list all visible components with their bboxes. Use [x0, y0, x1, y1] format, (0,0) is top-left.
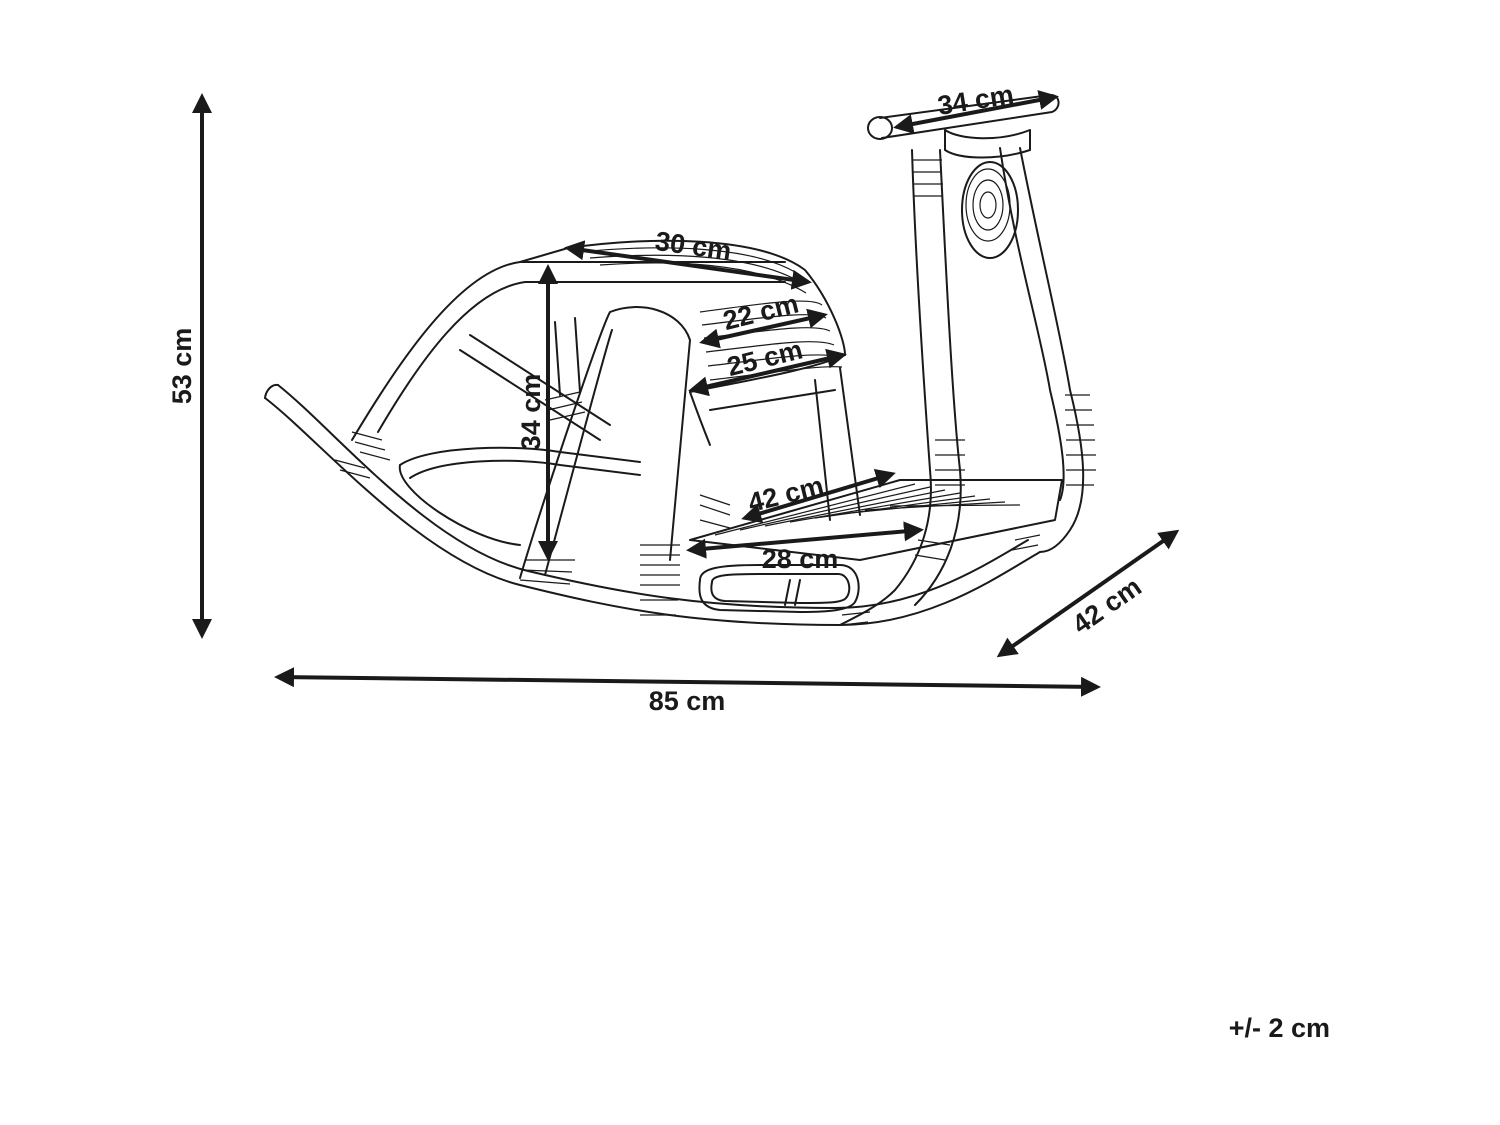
footrest-width-label: 28 cm: [762, 544, 839, 574]
handle-width-label: 34 cm: [935, 79, 1015, 121]
footrest-width-arrow: [686, 521, 924, 559]
handle-width-arrow: [893, 90, 1059, 134]
seat-front-width-arrow: [688, 348, 847, 397]
tolerance-note: +/- 2 cm: [1229, 1013, 1330, 1043]
footrest-length-label: 42 cm: [745, 470, 827, 518]
overall-height-label: 53 cm: [167, 328, 197, 405]
rocking-horse-drawing: [264, 94, 1096, 626]
seat-top-width-arrow: [564, 240, 812, 290]
dimension-labels: 53 cm 85 cm 42 cm 34 cm 30 cm 22 cm 25 c…: [167, 79, 1330, 1043]
footrest-length-arrow: [741, 469, 896, 523]
overall-length-label: 85 cm: [649, 686, 726, 716]
seat-height-label: 34 cm: [516, 374, 546, 451]
dimension-lines: [192, 90, 1180, 697]
depth-arrow: [996, 529, 1180, 658]
overall-length-arrow: [274, 667, 1101, 697]
seat-mid-width-arrow: [699, 308, 828, 349]
